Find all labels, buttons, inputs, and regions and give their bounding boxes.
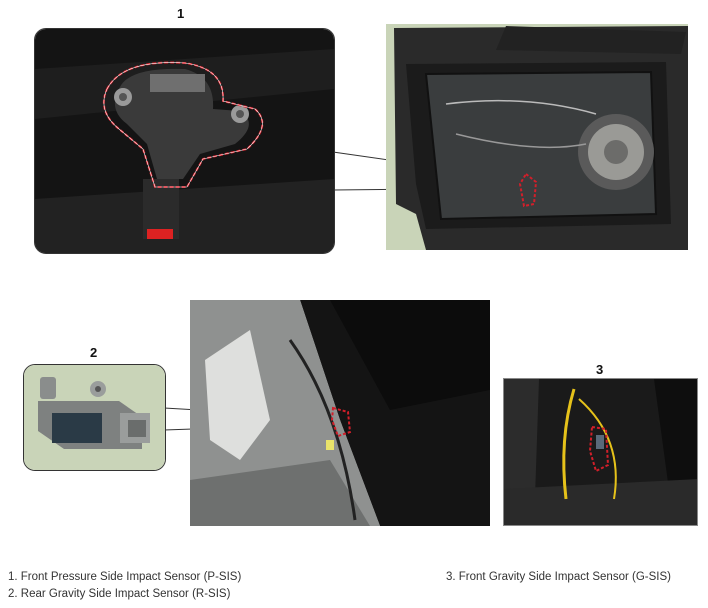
callout-number-2: 2 — [90, 345, 98, 360]
callout-number-3: 3 — [596, 362, 604, 377]
rear-gravity-sensor-detail — [23, 364, 166, 471]
front-door-photo — [386, 24, 688, 250]
legend-item-g-sis: 3. Front Gravity Side Impact Sensor (G-S… — [446, 571, 671, 583]
front-gravity-sensor-photo — [503, 378, 698, 526]
legend-item-p-sis: 1. Front Pressure Side Impact Sensor (P-… — [8, 571, 242, 583]
callout-number-1: 1 — [177, 6, 185, 21]
rear-door-photo — [190, 300, 490, 526]
front-pressure-sensor-detail — [34, 28, 335, 254]
legend-item-r-sis: 2. Rear Gravity Side Impact Sensor (R-SI… — [8, 588, 231, 600]
